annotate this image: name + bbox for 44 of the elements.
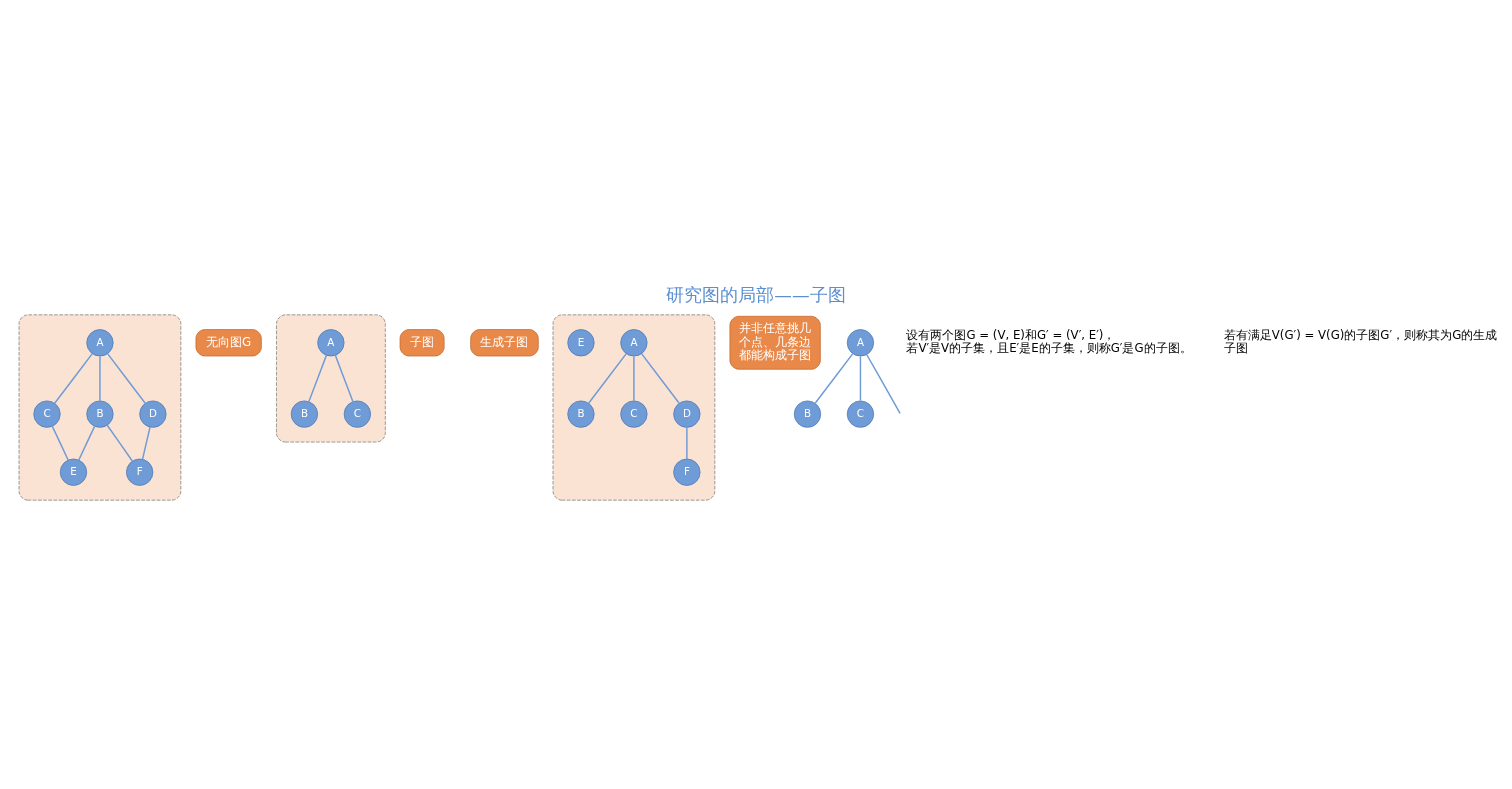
node-circle: A: [86, 328, 114, 356]
node-circle: F: [673, 458, 701, 486]
connector: [106, 424, 134, 462]
node-circle: D: [139, 400, 167, 428]
connector: [53, 352, 93, 404]
node-circle: C: [343, 400, 371, 428]
connector: [686, 426, 688, 460]
connector: [859, 355, 862, 401]
node-circle: B: [567, 400, 595, 428]
node-circle: F: [126, 458, 154, 486]
node-circle: C: [33, 400, 61, 428]
node-circle: B: [793, 400, 822, 428]
connector: [99, 355, 101, 401]
node-circle: D: [673, 400, 701, 428]
label: 设有两个图G = (V, E)和G′ = (V′, E′)，若V′是V的子集，且E′是E的子集，则称G′是G的子图。: [906, 327, 1192, 355]
node-circle: C: [620, 400, 648, 428]
connector: [78, 425, 96, 461]
connector: [107, 352, 146, 404]
node-box: 并非任意挑几个点、几条边都能构成子图: [729, 315, 821, 370]
connector: [51, 425, 69, 461]
node-circle: A: [317, 328, 345, 356]
connector: [334, 354, 354, 402]
node-box: 无向图G: [195, 328, 262, 356]
connector: [587, 352, 627, 404]
diagram-title: 研究图的局部——子图: [666, 284, 846, 305]
connector: [633, 355, 635, 401]
node-circle: C: [846, 400, 875, 428]
cluster: [18, 313, 182, 501]
node-circle: E: [59, 458, 88, 486]
connector: [141, 425, 151, 460]
node-box: 生成子图: [470, 328, 539, 356]
connector: [866, 353, 901, 414]
node-box: 子图: [399, 328, 445, 356]
connector: [641, 352, 680, 404]
label: 若有满足V(G′) = V(G)的子图G′，则称其为G的生成子图: [1223, 327, 1498, 355]
node-circle: A: [846, 328, 875, 356]
cluster: [552, 313, 716, 501]
node-circle: E: [567, 328, 595, 356]
connector: [308, 354, 328, 402]
cluster: [276, 313, 386, 442]
node-circle: A: [620, 328, 648, 356]
node-circle: B: [86, 400, 114, 428]
node-circle: B: [290, 400, 318, 428]
connector: [814, 352, 854, 404]
